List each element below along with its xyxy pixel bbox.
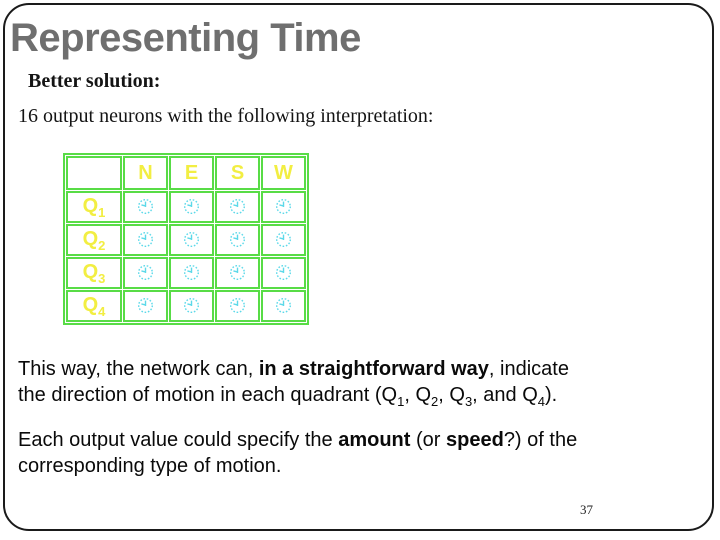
clock-icon — [183, 298, 200, 314]
intro-text: 16 output neurons with the following int… — [18, 105, 434, 127]
better-solution-label: Better solution: — [28, 70, 161, 92]
row-header-q2: Q2 — [66, 224, 122, 256]
paragraph-straightforward-way: This way, the network can, in a straight… — [18, 358, 569, 409]
page-number: 37 — [580, 502, 593, 517]
clock-icon — [137, 232, 154, 248]
col-header-n: N — [123, 156, 168, 190]
clock-icon — [183, 232, 200, 248]
interpretation-table: N E S W Q1 Q2 Q3 Q4 — [63, 153, 309, 325]
clock-icon — [183, 265, 200, 281]
table-row: Q2 — [66, 224, 306, 256]
clock-icon — [275, 298, 292, 314]
table-corner-cell — [66, 156, 122, 190]
clock-icon — [229, 298, 246, 314]
table-header-row: N E S W — [66, 156, 306, 190]
clock-icon — [229, 265, 246, 281]
col-header-e: E — [169, 156, 214, 190]
table-row: Q1 — [66, 191, 306, 223]
col-header-w: W — [261, 156, 306, 190]
table-row: Q3 — [66, 257, 306, 289]
clock-icon — [275, 265, 292, 281]
col-header-s: S — [215, 156, 260, 190]
clock-icon — [229, 199, 246, 215]
row-header-q4: Q4 — [66, 290, 122, 322]
row-header-q1: Q1 — [66, 191, 122, 223]
clock-icon — [183, 199, 200, 215]
page-title: Representing Time — [10, 16, 361, 60]
clock-icon — [137, 265, 154, 281]
table-row: Q4 — [66, 290, 306, 322]
clock-icon — [275, 199, 292, 215]
paragraph-amount-speed: Each output value could specify the amou… — [18, 429, 578, 477]
row-header-q3: Q3 — [66, 257, 122, 289]
clock-icon — [137, 298, 154, 314]
clock-icon — [275, 232, 292, 248]
clock-icon — [229, 232, 246, 248]
clock-icon — [137, 199, 154, 215]
